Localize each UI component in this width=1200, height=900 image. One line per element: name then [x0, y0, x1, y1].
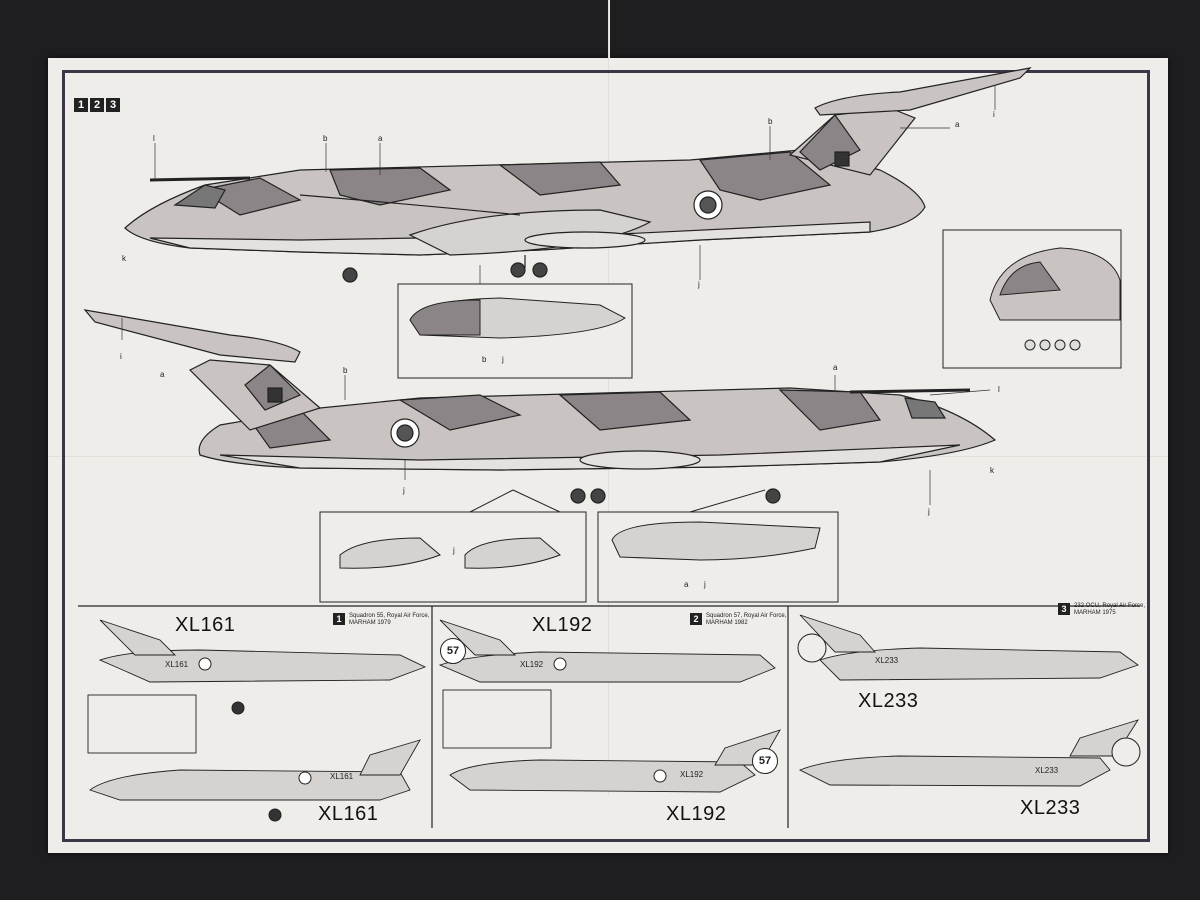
- callout-k: k: [122, 254, 126, 263]
- scheme-3-serial-top: XL233: [858, 690, 919, 712]
- scheme-2-fuselage-serial-2: XL192: [680, 770, 704, 779]
- step-indicators: 1 2 3: [74, 98, 120, 112]
- scheme-2-squadron-badge: 57: [440, 638, 466, 664]
- scheme-3-caption: 3 232 OCU, Royal Air Force, MARHAM 1975: [1058, 603, 1145, 617]
- callout-l-lower: l: [998, 385, 1000, 394]
- callout-j: j: [698, 280, 700, 289]
- aircraft-left-profile: [124, 67, 1032, 283]
- scheme-1-number: 1: [333, 613, 345, 625]
- callout-a-nose: a: [833, 363, 838, 372]
- callout-j-inset: j: [453, 546, 455, 555]
- scheme-3-line1: 232 OCU, Royal Air Force,: [1074, 603, 1146, 609]
- callout-l: l: [153, 134, 155, 143]
- scheme-3-serial-bottom: XL233: [1020, 797, 1081, 819]
- callout-i-lower: i: [120, 352, 122, 361]
- callout-b: b: [323, 134, 328, 143]
- callout-j-inset2: j: [704, 580, 706, 589]
- callout-a: a: [378, 134, 383, 143]
- callout-b-pod: b: [482, 355, 487, 364]
- callout-j-nose: j: [928, 507, 930, 516]
- scheme-aircraft: [87, 614, 1140, 801]
- step-3: 3: [106, 98, 120, 112]
- scheme-2-number: 2: [690, 613, 702, 625]
- scheme-2-line2: MARHAM 1982: [706, 620, 748, 626]
- scheme-1-line2: MARHAM 1979: [349, 620, 391, 626]
- scheme-2-squadron-badge-2: 57: [752, 748, 778, 774]
- scheme-3-fuselage-serial-2: XL233: [1035, 766, 1059, 775]
- callout-a-tail: a: [955, 120, 960, 129]
- scheme-2-serial-bottom: XL192: [666, 803, 727, 825]
- scheme-1-serial-bottom: XL161: [318, 803, 379, 825]
- scheme-1-serial-top: XL161: [175, 614, 236, 636]
- scheme-3-line2: MARHAM 1975: [1074, 610, 1116, 616]
- detail-insets: [319, 229, 1122, 603]
- callout-b-tail: b: [768, 117, 773, 126]
- callout-b-lower: b: [343, 366, 348, 375]
- scheme-3-fuselage-serial: XL233: [875, 656, 899, 665]
- step-2: 2: [90, 98, 104, 112]
- scheme-2-line1: Squadron 57, Royal Air Force,: [706, 613, 787, 619]
- callout-j-lower: j: [403, 486, 405, 495]
- scheme-1-caption: 1 Squadron 55, Royal Air Force, MARHAM 1…: [333, 613, 429, 627]
- scheme-1-fuselage-serial-2: XL161: [330, 772, 354, 781]
- scheme-2-serial-top: XL192: [532, 614, 593, 636]
- scheme-panel-dividers: [78, 605, 1140, 828]
- callout-a-inset: a: [684, 580, 689, 589]
- step-1: 1: [74, 98, 88, 112]
- scheme-1-line1: Squadron 55, Royal Air Force,: [349, 613, 430, 619]
- leader-lines: [121, 86, 996, 505]
- callout-j-pod: j: [502, 355, 504, 364]
- callout-a-lower: a: [160, 370, 165, 379]
- scheme-2-caption: 2 Squadron 57, Royal Air Force, MARHAM 1…: [690, 613, 786, 627]
- callout-k-lower: k: [990, 466, 994, 475]
- callout-i: i: [993, 110, 995, 119]
- scheme-3-number: 3: [1058, 603, 1070, 615]
- scheme-roundels: [198, 633, 1141, 822]
- page-border: [62, 70, 1150, 842]
- scheme-1-fuselage-serial: XL161: [165, 660, 189, 669]
- scheme-2-fuselage-serial: XL192: [520, 660, 544, 669]
